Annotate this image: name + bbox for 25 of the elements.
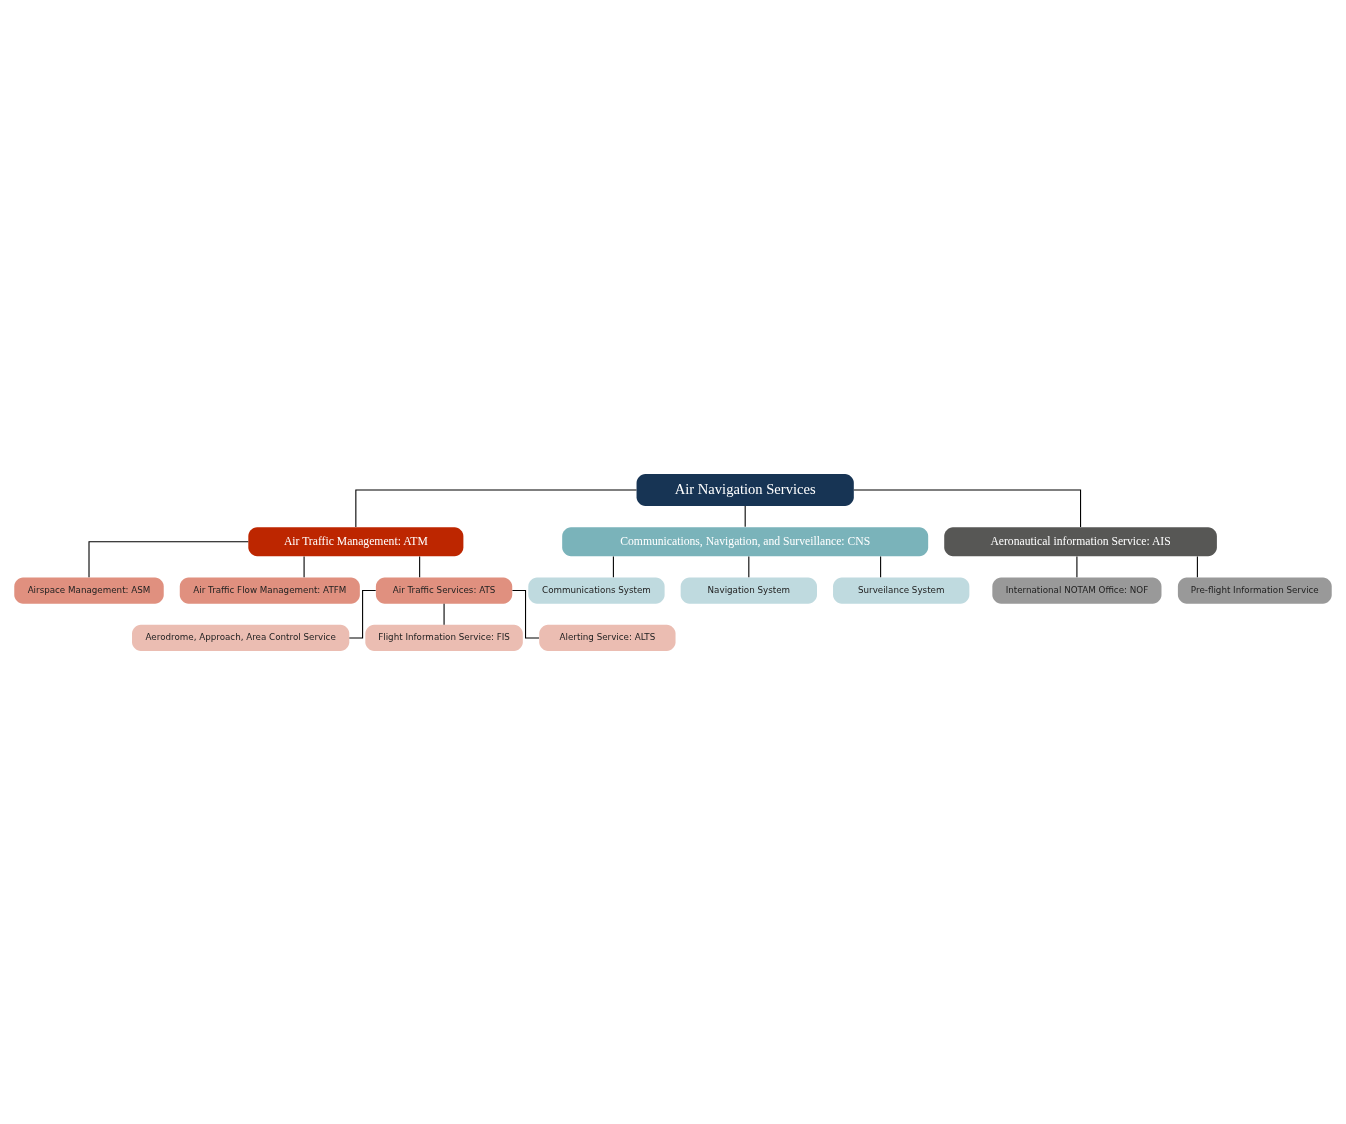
connector bbox=[612, 555, 614, 578]
connector bbox=[1196, 555, 1198, 578]
connector bbox=[880, 555, 882, 578]
node-box: Alerting Service: ALTS bbox=[539, 624, 676, 651]
node-box: Air Traffic Management: ATM bbox=[248, 526, 464, 556]
node-box: Communications, Navigation, and Surveillance: CNS bbox=[562, 526, 929, 556]
connector bbox=[853, 488, 1082, 528]
connector bbox=[355, 488, 637, 528]
connector bbox=[744, 505, 746, 527]
node-box: International NOTAM Office: NOF bbox=[992, 576, 1162, 604]
node-box: Air Navigation Services bbox=[636, 473, 854, 506]
node-box: Pre-flight Information Service bbox=[1177, 576, 1332, 604]
node-box: Airspace Management: ASM bbox=[14, 576, 164, 604]
node-box: Aeronautical information Service: AIS bbox=[944, 526, 1217, 556]
node-box: Aerodrome, Approach, Area Control Service bbox=[132, 624, 350, 651]
connector bbox=[88, 540, 249, 578]
node-box: Communications System bbox=[528, 576, 665, 604]
node-box: Flight Information Service: FIS bbox=[365, 624, 523, 651]
node-box: Air Traffic Flow Management: ATFM bbox=[179, 576, 360, 604]
connector bbox=[419, 555, 421, 578]
connector bbox=[748, 555, 750, 578]
node-box: Surveilance System bbox=[833, 576, 970, 604]
node-box: Air Traffic Services: ATS bbox=[375, 576, 513, 604]
node-box: Navigation System bbox=[680, 576, 817, 604]
connector bbox=[1076, 555, 1078, 578]
